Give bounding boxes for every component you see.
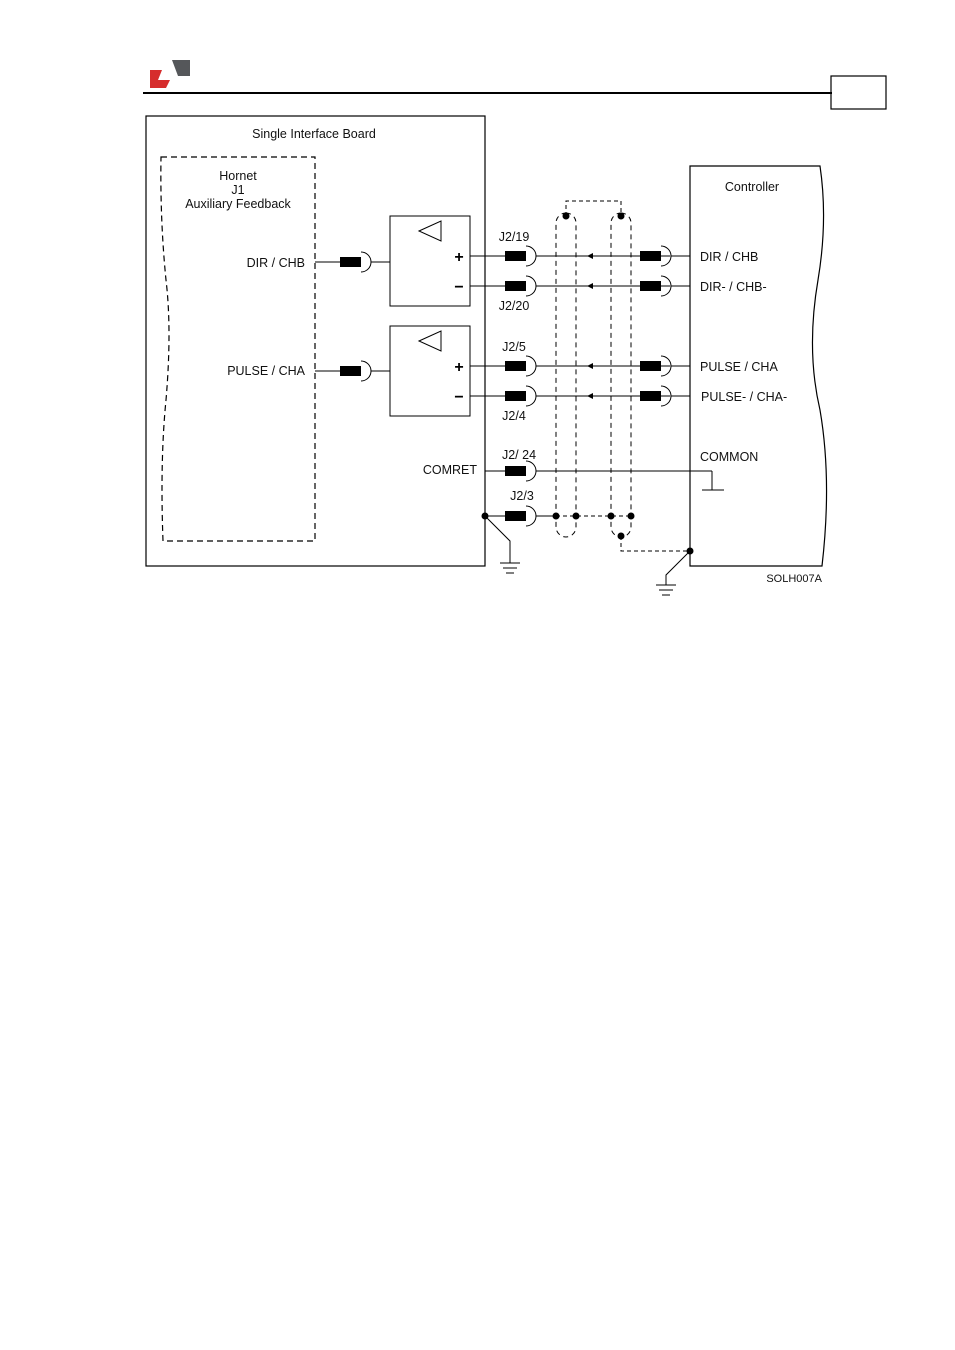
pin-label-j2-3: J2/3: [510, 489, 534, 503]
shield-drain-controller: [621, 536, 690, 551]
j2-connectors: [505, 246, 536, 526]
j2-socket-4: [526, 386, 536, 406]
board-signal-comret: COMRET: [423, 463, 478, 477]
ctrl-connector-dir: [640, 251, 661, 261]
receiver-minus-dir: −: [454, 279, 463, 296]
hornet-signal-dir-chb: DIR / CHB: [247, 256, 305, 270]
shield-node-bottom-3: [608, 513, 615, 520]
logo-grey-mark: [172, 60, 190, 76]
arrow-dir-plus: [587, 253, 593, 259]
j2-connector-19: [505, 251, 526, 261]
hornet-socket-dir: [361, 252, 371, 272]
shield-pair-2: [611, 213, 631, 537]
shield-node-top-2: [618, 213, 625, 220]
receiver-plus-pulse: +: [454, 359, 463, 376]
receiver-minus-pulse: −: [454, 389, 463, 406]
hornet-socket-pulse: [361, 361, 371, 381]
hornet-subtitle: Auxiliary Feedback: [185, 197, 291, 211]
j2-connector-20: [505, 281, 526, 291]
controller-signal-dir-minus-chb-minus: DIR- / CHB-: [700, 280, 767, 294]
j2-socket-24: [526, 461, 536, 481]
ctrl-connector-pulse-minus: [640, 391, 661, 401]
shield-pair-1: [556, 213, 576, 537]
controller-signal-pulse-cha: PULSE / CHA: [700, 360, 778, 374]
controller-connectors: [640, 246, 671, 406]
ground-symbol-board: [485, 516, 520, 573]
shield-node-bottom-4: [628, 513, 635, 520]
hornet-region: [161, 157, 315, 541]
arrow-pulse-plus: [587, 363, 593, 369]
shield-node-bottom-2: [573, 513, 580, 520]
logo-red-mark: [150, 70, 170, 88]
page-number-box: [831, 76, 886, 109]
receiver-triangle-dir: [419, 221, 441, 241]
shield-node-top-1: [563, 213, 570, 220]
controller-signal-dir-chb: DIR / CHB: [700, 250, 758, 264]
shield-node-bottom-1: [553, 513, 560, 520]
j2-connector-24: [505, 466, 526, 476]
board-title: Single Interface Board: [252, 127, 376, 141]
j2-socket-19: [526, 246, 536, 266]
controller-signal-common: COMMON: [700, 450, 758, 464]
hornet-connector-pulse: [340, 366, 361, 376]
arrow-dir-minus: [587, 283, 593, 289]
j2-socket-5: [526, 356, 536, 376]
pin-label-j2-19: J2/19: [499, 230, 530, 244]
company-logo: [150, 60, 190, 88]
pin-label-j2-24: J2/ 24: [502, 448, 536, 462]
receiver-plus-dir: +: [454, 249, 463, 266]
hornet-signal-pulse-cha: PULSE / CHA: [227, 364, 305, 378]
arrow-pulse-minus: [587, 393, 593, 399]
j2-socket-20: [526, 276, 536, 296]
j2-socket-3: [526, 506, 536, 526]
receiver-triangle-pulse: [419, 331, 441, 351]
j2-connector-3: [505, 511, 526, 521]
j2-connector-4: [505, 391, 526, 401]
hornet-connector-dir: [340, 257, 361, 267]
ground-symbol-controller: [656, 551, 690, 595]
hornet-connector: J1: [231, 183, 244, 197]
j2-connector-5: [505, 361, 526, 371]
shield-bridge-top: [566, 201, 621, 216]
controller-title: Controller: [725, 180, 779, 194]
figure-id: SOLH007A: [766, 573, 822, 585]
hornet-title: Hornet: [219, 169, 257, 183]
pin-label-j2-4: J2/4: [502, 409, 526, 423]
controller-signal-pulse-minus-cha-minus: PULSE- / CHA-: [701, 390, 787, 404]
shield-node-drain: [618, 533, 625, 540]
pin-label-j2-20: J2/20: [499, 299, 530, 313]
common-ground-symbol: [702, 471, 724, 490]
ctrl-connector-dir-minus: [640, 281, 661, 291]
pin-label-j2-5: J2/5: [502, 340, 526, 354]
ctrl-connector-pulse: [640, 361, 661, 371]
